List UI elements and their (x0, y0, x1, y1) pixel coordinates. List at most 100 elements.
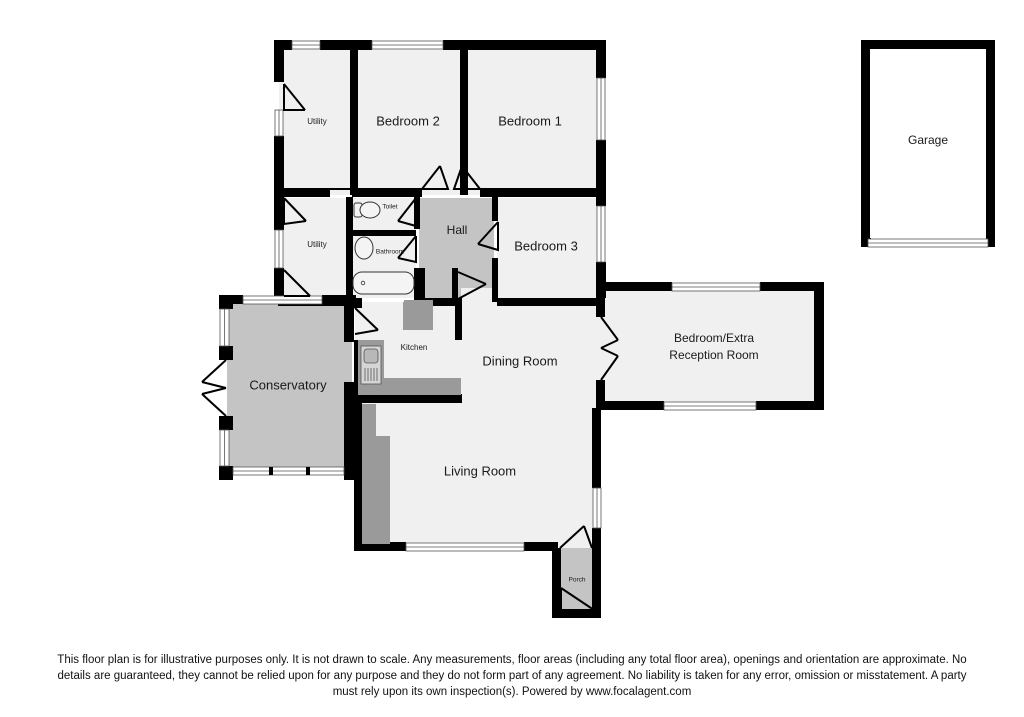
walls (219, 40, 995, 618)
wall-kitchen-bottom (362, 394, 462, 403)
cupboard-unit-upper (362, 404, 376, 440)
room-fills (227, 45, 990, 618)
wall-extra-bottom-a (596, 401, 664, 410)
label-living-room: Living Room (444, 463, 516, 478)
wall-extra-top-b (760, 282, 824, 291)
wall-extra-bottom-b (756, 401, 824, 410)
label-porch: Porch (569, 577, 586, 584)
label-utility-lower: Utility (307, 240, 327, 249)
wall-bath-right-b (414, 268, 420, 302)
disclaimer-line-3: must rely upon its own inspection(s). Po… (332, 686, 692, 698)
basin-fixture (354, 236, 374, 260)
wall-top-seg-a (320, 40, 372, 50)
door-bedroom3-leaf (477, 222, 499, 252)
window-living-right (592, 487, 602, 529)
bathtub-fixture (352, 271, 415, 295)
wall-porch-left (552, 548, 561, 618)
wall-hall-stub-b (452, 268, 458, 302)
door-conservatory-upper-leaf (201, 381, 227, 389)
fill-conservatory (227, 302, 352, 474)
fill-bedroom-3 (497, 198, 601, 298)
kitchen-unit-top (403, 302, 433, 330)
door-dining-right-upper (600, 316, 619, 341)
window-conservatory-bottom (232, 466, 345, 476)
wall-int-utility-bath (346, 197, 353, 305)
window-conservatory-left-lower (219, 429, 230, 467)
door-utility-lower-left-leaf (283, 198, 307, 226)
wall-cons-left-node-a (219, 346, 233, 360)
label-extra-reception-line1: Bedroom/Extra (674, 331, 754, 345)
door-kitchen (354, 307, 379, 331)
fill-porch (561, 548, 598, 618)
fill-utility-top (279, 45, 350, 195)
door-bedroom2-leaf (422, 165, 450, 190)
label-dining-room: Dining Room (482, 353, 557, 368)
window-utility-left-lower (274, 229, 284, 269)
door-utility-bottom (283, 269, 311, 297)
disclaimer-text: This floor plan is for illustrative purp… (0, 652, 1024, 700)
wall-hall-right-b (492, 258, 498, 302)
floor-plan-svg: Utility Bedroom 2 Bedroom 1 Toilet Bathr… (201, 40, 995, 618)
wall-left-top-b (274, 136, 284, 198)
window-living-bottom (405, 542, 525, 552)
wall-kitchen-dining-div (455, 302, 462, 340)
door-bedroom2 (421, 165, 441, 190)
wall-right-top-b (596, 140, 606, 206)
disclaimer-line-2: details are guaranteed, they cannot be r… (57, 670, 967, 682)
wall-living-right-b (592, 528, 601, 550)
wall-left-top-a (274, 40, 284, 82)
door-porch-bottom (560, 587, 595, 611)
door-conservatory-lower (201, 393, 227, 417)
door-utility-top-ext-leaf (283, 84, 305, 111)
door-kitchen-leaf (354, 329, 379, 335)
wall-left-top-c (274, 198, 284, 230)
wall-extra-left-b (596, 380, 605, 408)
door-hall-dining (457, 283, 487, 300)
wall-garage-bottom-a (861, 238, 871, 247)
wall-mid-horiz-c (480, 188, 606, 197)
floor-plan-canvas: Utility Bedroom 2 Bedroom 1 Toilet Bathr… (201, 40, 995, 618)
door-conservatory-lower-leaf (201, 387, 227, 395)
wall-extra-right (814, 282, 824, 410)
door-bathroom-leaf (397, 236, 417, 264)
wall-mid-horiz-b (352, 188, 422, 197)
wall-cons-top-a (233, 295, 243, 304)
wall-midband-bottom-c (497, 298, 605, 306)
wall-left-top-d (274, 268, 284, 304)
window-bedroom1-right (596, 77, 606, 141)
wall-cons-right (344, 302, 354, 342)
fill-bedroom-2 (356, 45, 460, 195)
label-extra-reception-line2: Reception Room (669, 348, 758, 362)
fill-living (355, 402, 601, 550)
label-bedroom-2: Bedroom 2 (376, 113, 440, 128)
wall-kitchen-top-a (354, 298, 362, 308)
wall-right-top-a (596, 40, 606, 78)
label-kitchen: Kitchen (401, 343, 428, 352)
windows (219, 40, 989, 552)
door-dining-right-lower-leaf (600, 347, 619, 357)
door-porch-top-leaf (583, 525, 593, 549)
window-utility-top (291, 40, 321, 50)
window-conservatory-top (242, 295, 323, 305)
wall-porch-right (592, 548, 601, 618)
wall-toilet-bath-div (352, 230, 416, 236)
door-bedroom1 (461, 165, 481, 190)
wall-int-bed2-bed1 (460, 45, 468, 195)
wall-living-left (354, 402, 362, 550)
window-bedroom3-right (596, 205, 606, 263)
wall-living-bottom-a (354, 542, 406, 551)
label-toilet: Toilet (382, 204, 397, 211)
wall-top-seg-b (443, 40, 606, 50)
wall-cons-corner-bl (219, 466, 233, 480)
wall-garage-right (986, 40, 995, 245)
window-extra-bottom (663, 401, 757, 411)
wall-living-right-a (592, 408, 601, 488)
door-toilet-leaf (397, 198, 417, 228)
wall-right-top-c (596, 262, 606, 298)
fill-bedroom-1 (468, 45, 601, 195)
label-bedroom-1: Bedroom 1 (498, 113, 562, 128)
wall-cons-top-b (322, 295, 356, 304)
label-bedroom-3: Bedroom 3 (514, 238, 578, 253)
wall-garage-left (861, 40, 870, 245)
cupboard-unit-lower (362, 436, 390, 544)
